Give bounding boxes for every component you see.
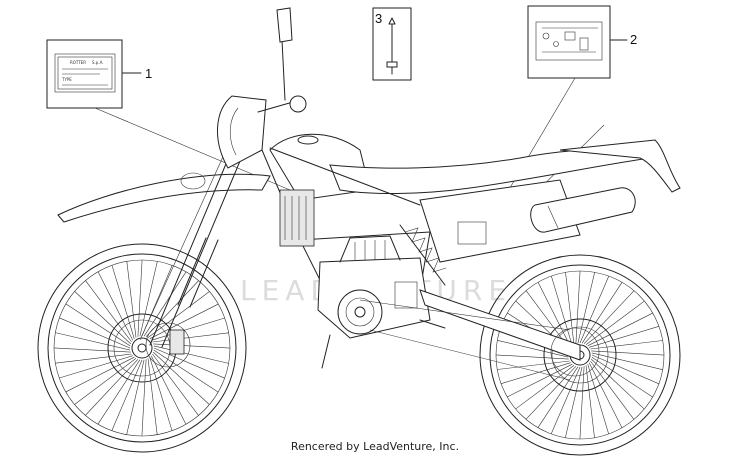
front-brake-disc bbox=[145, 322, 191, 368]
wheel-spoke bbox=[126, 261, 137, 338]
seat bbox=[329, 147, 652, 195]
radiator bbox=[279, 189, 315, 247]
wheel-spoke bbox=[147, 291, 210, 338]
wheel-spoke bbox=[565, 272, 575, 345]
wheel-spoke bbox=[591, 354, 660, 385]
footer-credit: Rencered by LeadVenture, Inc. bbox=[290, 440, 460, 453]
wheel-spoke bbox=[590, 340, 663, 350]
wheel-spoke bbox=[55, 332, 131, 351]
front-fender bbox=[57, 173, 271, 223]
wheel-spoke bbox=[591, 352, 663, 370]
wheel-spoke bbox=[85, 280, 132, 343]
front-wheel bbox=[37, 243, 247, 453]
wheel-spoke bbox=[497, 340, 569, 358]
wheel-spoke bbox=[551, 275, 573, 346]
wheel-spoke bbox=[126, 359, 145, 435]
wheel-spoke bbox=[137, 259, 143, 337]
wheel-spoke bbox=[65, 303, 131, 347]
wheel-spoke bbox=[152, 353, 199, 416]
decal-1-line-1: ROTTER bbox=[70, 60, 86, 65]
part-1-decal[interactable]: ROTTER S.p.A. TYPE bbox=[46, 39, 123, 109]
callout-3: 3 bbox=[375, 11, 383, 26]
wheel-spoke bbox=[575, 270, 581, 344]
wheel-spoke bbox=[151, 317, 225, 341]
wheel-spoke bbox=[147, 358, 158, 435]
rear-shock bbox=[399, 224, 447, 286]
wheel-spoke bbox=[587, 364, 609, 435]
wheel-spoke bbox=[59, 355, 133, 379]
wheel-spoke bbox=[139, 261, 158, 337]
wheel-spoke bbox=[74, 291, 131, 345]
wheel-spoke bbox=[588, 362, 623, 428]
wheel-spoke bbox=[507, 363, 573, 398]
wheel-spoke bbox=[515, 365, 575, 410]
rear-brake-disc bbox=[550, 327, 600, 377]
front-caliper bbox=[169, 329, 185, 355]
wheel-spoke bbox=[579, 366, 585, 440]
wheel-spoke bbox=[500, 362, 571, 384]
mirror bbox=[276, 7, 293, 43]
wheel-spoke bbox=[55, 353, 132, 364]
wheel-spoke bbox=[85, 359, 139, 416]
wheel-spoke bbox=[153, 345, 229, 364]
wheel-spoke bbox=[497, 360, 570, 370]
wheel-spoke bbox=[111, 265, 135, 339]
swingarm bbox=[419, 289, 581, 361]
wheel-spoke bbox=[53, 347, 131, 353]
wheel-spoke bbox=[143, 271, 187, 337]
wheel-spoke bbox=[590, 360, 635, 420]
kickstand bbox=[321, 334, 331, 369]
part-3-rivet[interactable] bbox=[372, 7, 412, 81]
wheel-spoke bbox=[537, 282, 572, 348]
decal-1-line-3: TYPE bbox=[61, 77, 72, 82]
decal-1-line-2: S.p.A. bbox=[92, 60, 104, 65]
wheel-spoke bbox=[97, 271, 134, 341]
wheel-spoke bbox=[149, 303, 219, 340]
wheel-spoke bbox=[581, 282, 623, 344]
wheel-spoke bbox=[585, 300, 645, 345]
wheel-spoke bbox=[583, 290, 635, 344]
side-panel bbox=[419, 179, 581, 263]
engine bbox=[317, 235, 431, 339]
wheel-spoke bbox=[591, 356, 653, 398]
wheel-spoke bbox=[97, 359, 141, 425]
wheel-spoke bbox=[591, 350, 665, 356]
muffler bbox=[530, 187, 636, 233]
wheel-spoke bbox=[589, 326, 660, 348]
motorcycle-illustration bbox=[37, 7, 681, 456]
part-2-decal[interactable] bbox=[527, 5, 611, 79]
wheel-spoke bbox=[153, 349, 219, 393]
wheel-spoke bbox=[153, 351, 210, 405]
wheel-spoke bbox=[111, 359, 143, 431]
wheel-spoke bbox=[591, 358, 645, 410]
wheel-spoke bbox=[141, 359, 147, 437]
wheel-spoke bbox=[59, 317, 131, 349]
rear-wheel bbox=[479, 254, 681, 456]
wheel-spoke bbox=[495, 354, 569, 360]
wheel-spoke bbox=[537, 366, 579, 428]
wheel-spoke bbox=[565, 366, 583, 438]
headlight-fairing bbox=[217, 95, 267, 169]
wheel-spoke bbox=[153, 347, 225, 379]
wheel-spoke bbox=[587, 312, 653, 347]
rear-fender bbox=[559, 139, 681, 193]
wheel-spoke bbox=[65, 356, 135, 393]
wheel-spoke bbox=[577, 272, 595, 344]
callout-1: 1 bbox=[145, 66, 153, 81]
callout-2: 2 bbox=[630, 32, 638, 47]
wheel-spoke bbox=[550, 366, 581, 435]
wheel-spoke bbox=[579, 275, 610, 344]
wheel-spoke bbox=[74, 358, 137, 405]
wheel-spoke bbox=[149, 357, 173, 431]
wheel-spoke bbox=[153, 343, 231, 349]
wheel-spoke bbox=[152, 332, 229, 343]
wheel-spoke bbox=[585, 365, 595, 438]
wheel-spoke bbox=[150, 355, 187, 425]
